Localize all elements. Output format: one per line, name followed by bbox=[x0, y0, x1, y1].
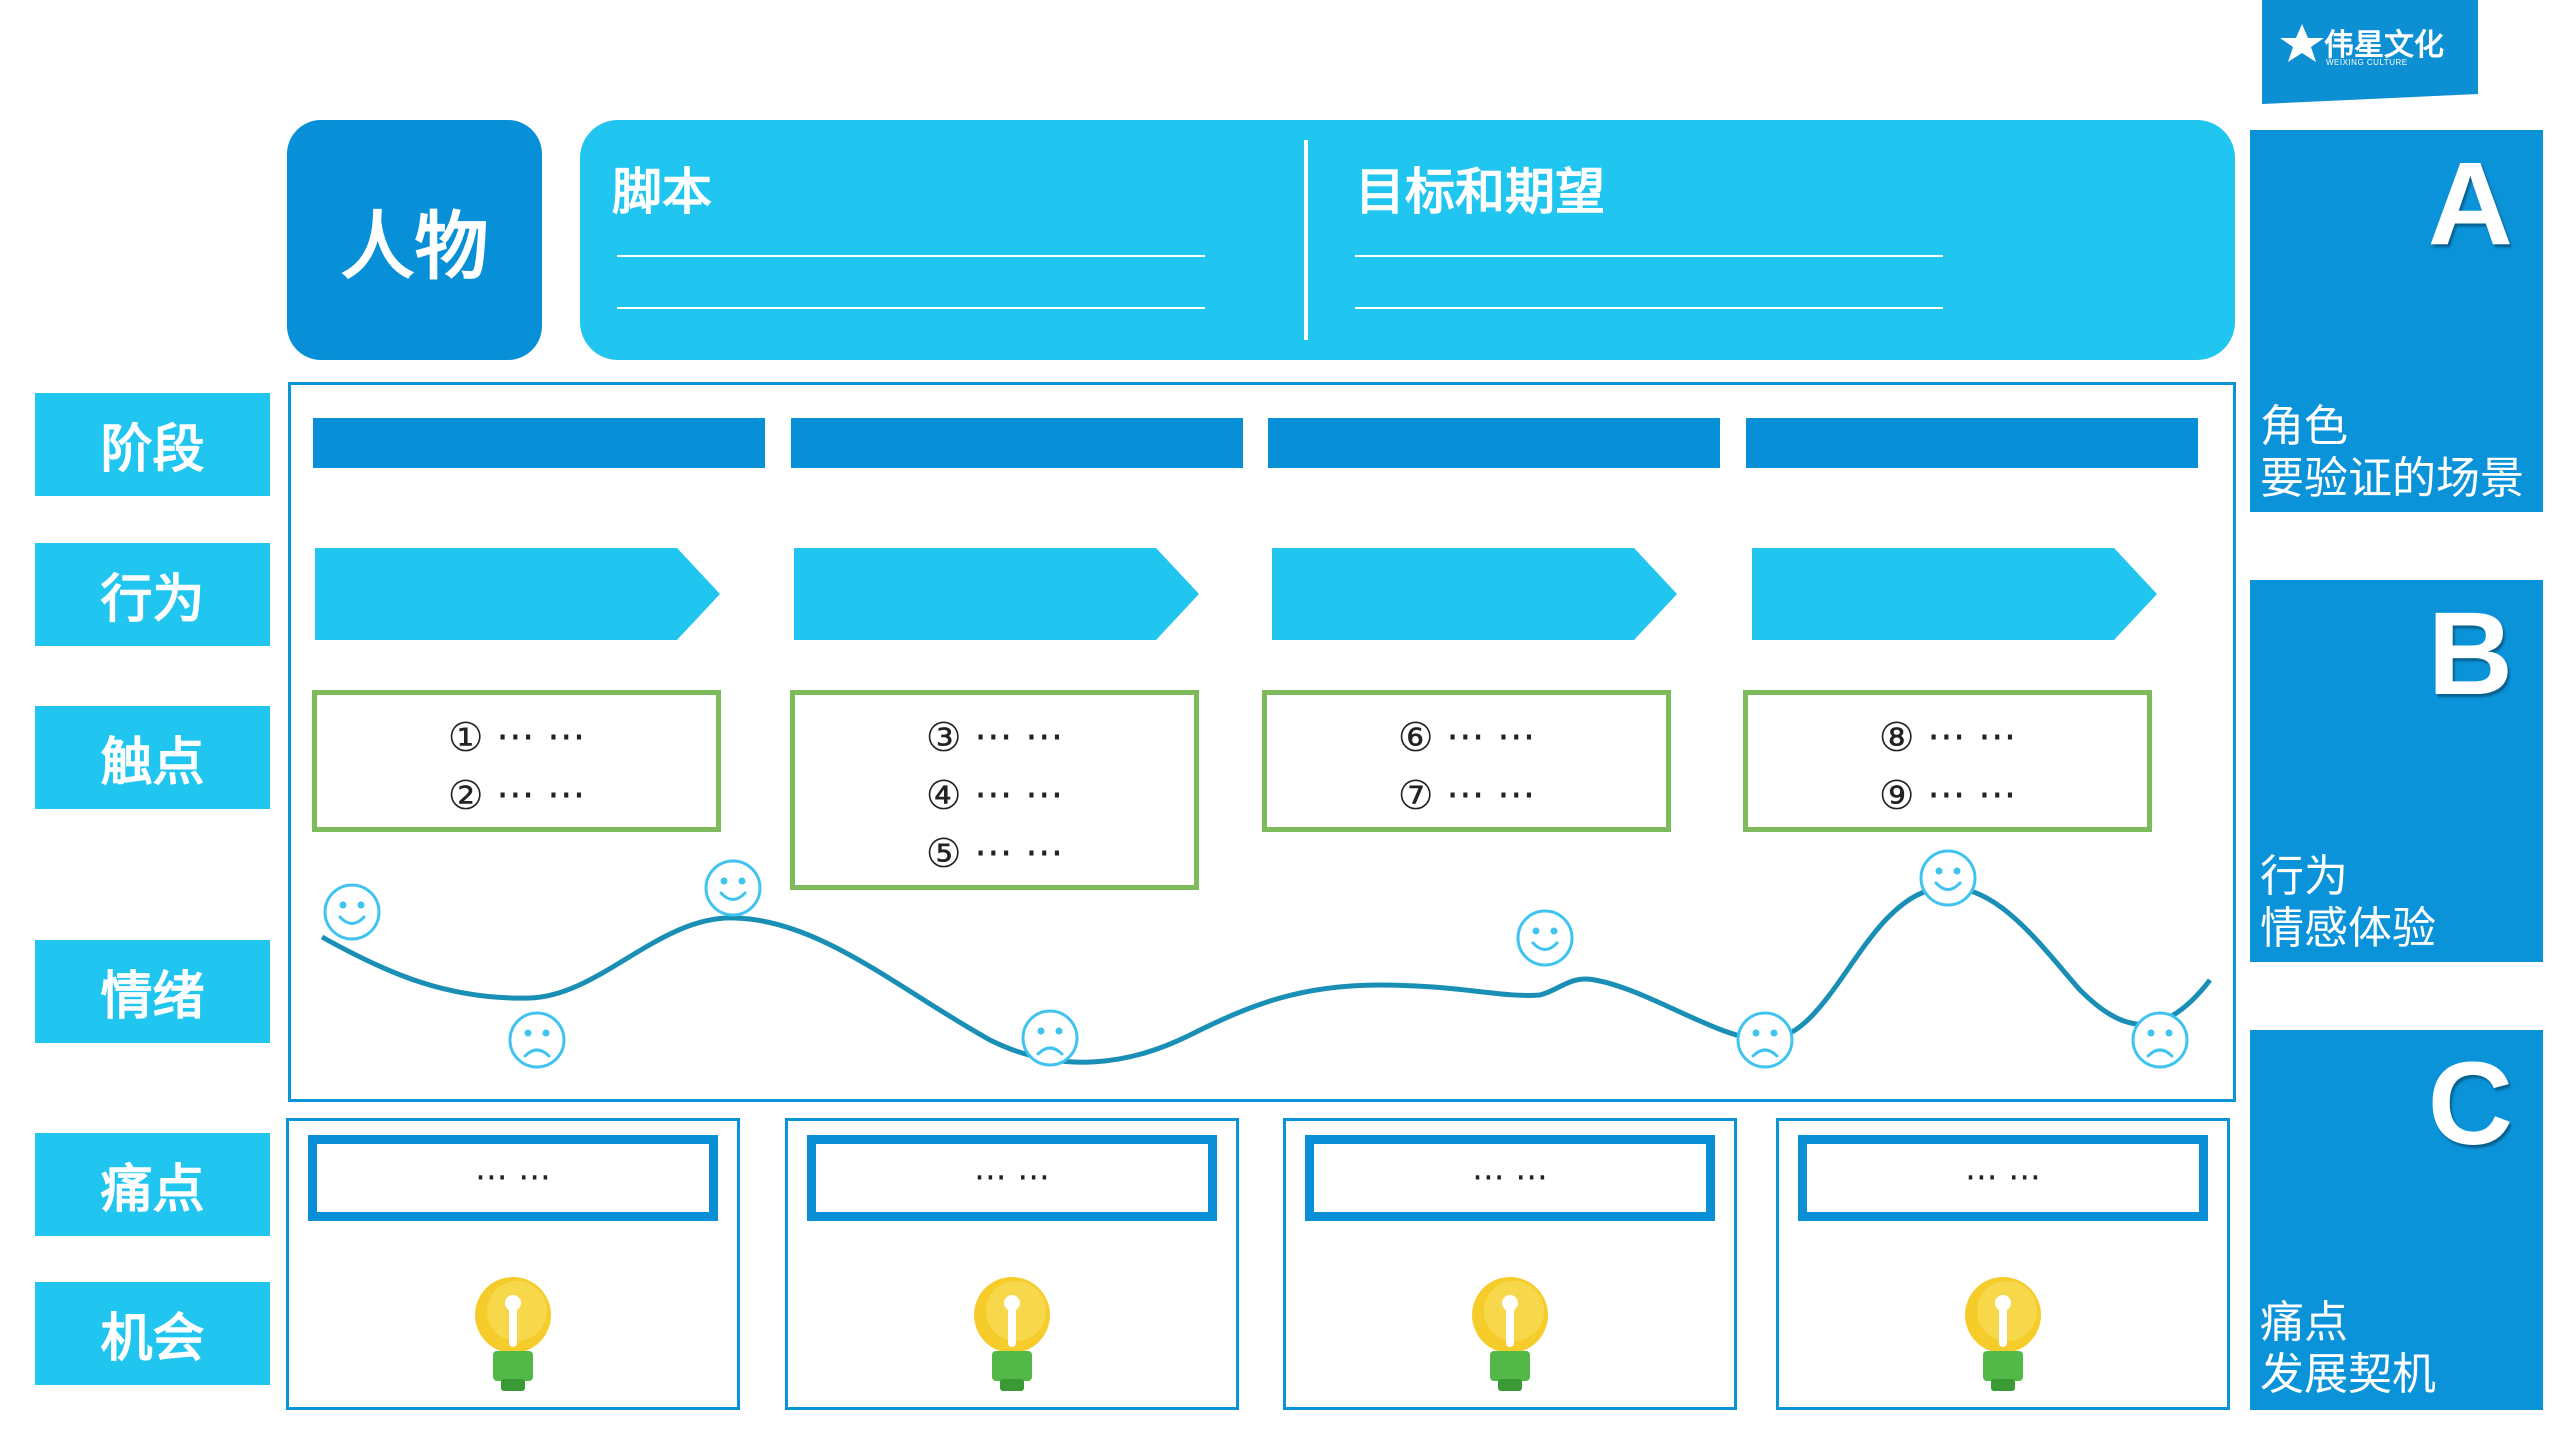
touchpoint-item: ⑧ ··· ··· bbox=[1878, 715, 2017, 761]
header-divider bbox=[1304, 140, 1308, 340]
row-label-pain: 痛点 bbox=[35, 1133, 270, 1236]
sad-face-icon bbox=[1021, 1009, 1079, 1067]
side-panel-c: C 痛点 发展契机 bbox=[2250, 1030, 2543, 1410]
sad-face-icon bbox=[2131, 1011, 2189, 1069]
touchpoint-item: ① ··· ··· bbox=[447, 715, 586, 761]
row-label-opportunity: 机会 bbox=[35, 1282, 270, 1385]
pain-point-box: ··· ··· bbox=[1798, 1135, 2208, 1221]
stage-bar-4 bbox=[1746, 418, 2198, 468]
script-line-2 bbox=[617, 307, 1205, 309]
touchpoint-item: ⑥ ··· ··· bbox=[1397, 715, 1536, 761]
pain-column-1: ··· ··· bbox=[286, 1118, 740, 1410]
goals-title: 目标和期望 bbox=[1355, 163, 1605, 221]
behavior-arrow-3 bbox=[1272, 548, 1677, 640]
side-panel-b: B 行为 情感体验 bbox=[2250, 580, 2543, 962]
script-goals-header: 脚本 目标和期望 bbox=[580, 120, 2235, 360]
touchpoint-item: ② ··· ··· bbox=[447, 773, 586, 819]
brand-tagline: WEIXING CULTURE bbox=[2326, 58, 2408, 67]
script-line-1 bbox=[617, 255, 1205, 257]
brand-name: 伟星文化 bbox=[2324, 28, 2444, 63]
panel-line-1: 角色 bbox=[2260, 401, 2348, 452]
stage-bar-1 bbox=[313, 418, 765, 468]
pain-column-2: ··· ··· bbox=[785, 1118, 1239, 1410]
smile-face-icon bbox=[1516, 909, 1574, 967]
stage-bar-3 bbox=[1268, 418, 1720, 468]
pain-point-box: ··· ··· bbox=[807, 1135, 1217, 1221]
touchpoint-item: ⑨ ··· ··· bbox=[1878, 773, 2017, 819]
star-icon bbox=[2280, 24, 2324, 62]
sad-face-icon bbox=[1736, 1011, 1794, 1069]
smile-face-icon bbox=[1919, 849, 1977, 907]
panel-line-1: 行为 bbox=[2260, 851, 2348, 902]
lightbulb-icon bbox=[1472, 1277, 1548, 1391]
touchpoint-box-3: ⑥ ··· ··· ⑦ ··· ··· bbox=[1262, 690, 1671, 832]
touchpoint-item: ⑦ ··· ··· bbox=[1397, 773, 1536, 819]
touchpoint-item: ③ ··· ··· bbox=[925, 715, 1064, 761]
persona-label: 人物 bbox=[340, 203, 489, 290]
touchpoint-box-4: ⑧ ··· ··· ⑨ ··· ··· bbox=[1743, 690, 2152, 832]
touchpoint-box-1: ① ··· ··· ② ··· ··· bbox=[312, 690, 721, 832]
persona-box: 人物 bbox=[287, 120, 542, 360]
goals-line-1 bbox=[1355, 255, 1943, 257]
row-label-emotion: 情绪 bbox=[35, 940, 270, 1043]
panel-letter: A bbox=[2427, 138, 2513, 270]
panel-letter: B bbox=[2427, 588, 2513, 720]
panel-line-2: 发展契机 bbox=[2260, 1349, 2436, 1400]
panel-line-2: 要验证的场景 bbox=[2260, 453, 2524, 504]
behavior-arrow-2 bbox=[794, 548, 1199, 640]
smile-face-icon bbox=[323, 883, 381, 941]
brand-logo-shape bbox=[2262, 0, 2478, 104]
lightbulb-icon bbox=[974, 1277, 1050, 1391]
lightbulb-icon bbox=[475, 1277, 551, 1391]
sad-face-icon bbox=[508, 1011, 566, 1069]
behavior-arrow-4 bbox=[1752, 548, 2157, 640]
touchpoint-box-2: ③ ··· ··· ④ ··· ··· ⑤ ··· ··· bbox=[790, 690, 1199, 890]
journey-frame bbox=[288, 382, 2236, 1102]
brand-logo: 伟星文化 WEIXING CULTURE bbox=[2262, 0, 2478, 104]
row-label-stage: 阶段 bbox=[35, 393, 270, 496]
stage-bar-2 bbox=[791, 418, 1243, 468]
touchpoint-item: ④ ··· ··· bbox=[925, 773, 1064, 819]
panel-line-2: 情感体验 bbox=[2260, 903, 2436, 954]
pain-column-3: ··· ··· bbox=[1283, 1118, 1737, 1410]
touchpoint-item: ⑤ ··· ··· bbox=[925, 831, 1064, 877]
pain-point-box: ··· ··· bbox=[308, 1135, 718, 1221]
script-title: 脚本 bbox=[612, 163, 712, 221]
row-label-touchpoint: 触点 bbox=[35, 706, 270, 809]
pain-column-4: ··· ··· bbox=[1776, 1118, 2230, 1410]
emotion-curve bbox=[320, 884, 2212, 1065]
goals-line-2 bbox=[1355, 307, 1943, 309]
side-panel-a: A 角色 要验证的场景 bbox=[2250, 130, 2543, 512]
lightbulb-icon bbox=[1965, 1277, 2041, 1391]
pain-point-box: ··· ··· bbox=[1305, 1135, 1715, 1221]
row-label-behavior: 行为 bbox=[35, 543, 270, 646]
panel-letter: C bbox=[2427, 1038, 2513, 1170]
smile-face-icon bbox=[704, 859, 762, 917]
behavior-arrow-1 bbox=[315, 548, 720, 640]
panel-line-1: 痛点 bbox=[2260, 1297, 2348, 1348]
